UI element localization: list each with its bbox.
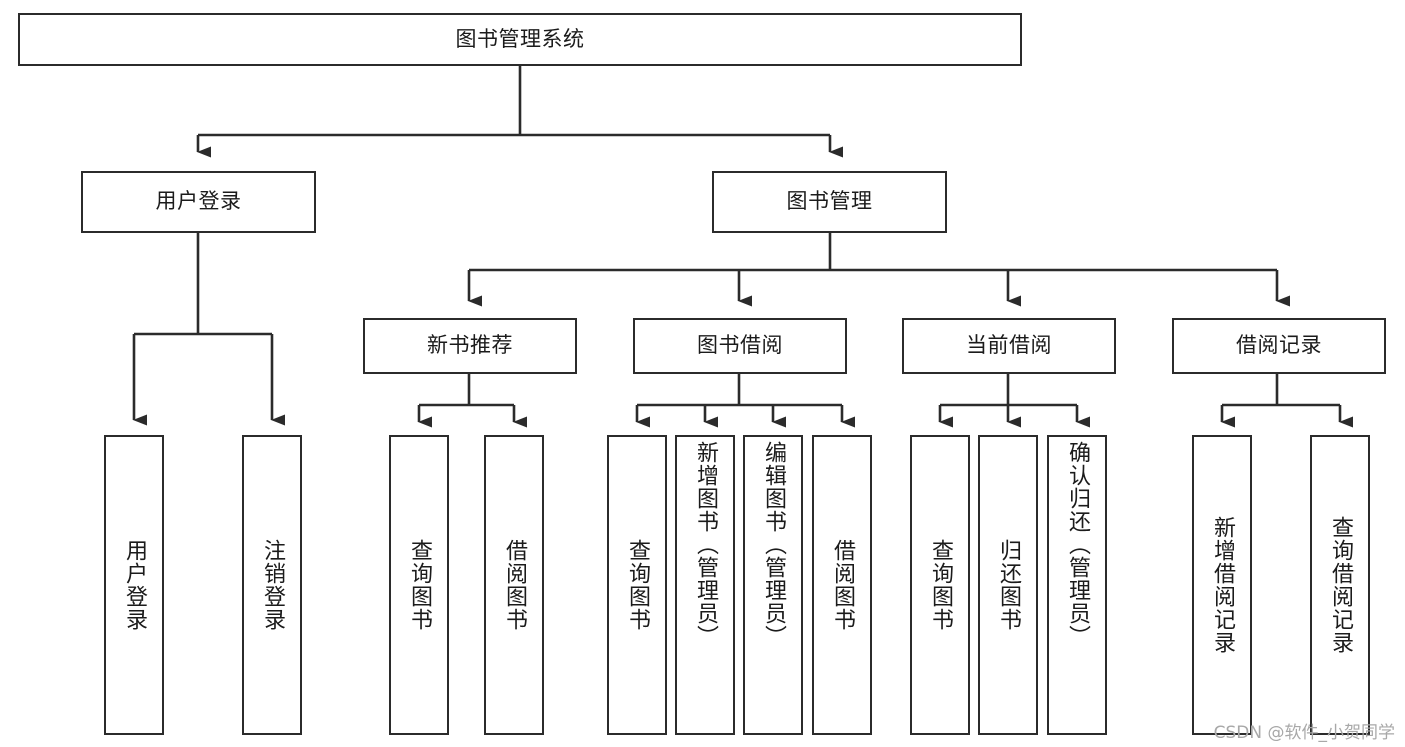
- node-current-borrow[interactable]: 当前借阅: [902, 318, 1116, 374]
- node-label: 借阅记录: [1236, 333, 1322, 358]
- node-label: 查询借阅记录: [1328, 516, 1353, 654]
- node-root-system[interactable]: 图书管理系统: [18, 13, 1022, 66]
- node-label: 新增图书（管理员）: [693, 441, 718, 648]
- node-book-borrow[interactable]: 图书借阅: [633, 318, 847, 374]
- leaf-borrow-book-newbook[interactable]: 借阅图书: [484, 435, 544, 735]
- node-label: 新书推荐: [427, 333, 513, 358]
- node-label: 借阅图书: [830, 539, 855, 631]
- node-label: 查询图书: [928, 539, 953, 631]
- node-borrow-record[interactable]: 借阅记录: [1172, 318, 1386, 374]
- node-label: 用户登录: [122, 539, 147, 631]
- leaf-logout[interactable]: 注销登录: [242, 435, 302, 735]
- leaf-user-login[interactable]: 用户登录: [104, 435, 164, 735]
- leaf-query-book-newbook[interactable]: 查询图书: [389, 435, 449, 735]
- node-user-login[interactable]: 用户登录: [81, 171, 316, 233]
- node-label: 新增借阅记录: [1210, 516, 1235, 654]
- leaf-confirm-return-admin[interactable]: 确认归还（管理员）: [1047, 435, 1107, 735]
- node-label: 图书借阅: [697, 333, 783, 358]
- node-label: 当前借阅: [966, 333, 1052, 358]
- leaf-borrow-book[interactable]: 借阅图书: [812, 435, 872, 735]
- node-label: 查询图书: [407, 539, 432, 631]
- leaf-query-borrow-record[interactable]: 查询借阅记录: [1310, 435, 1370, 735]
- node-label: 借阅图书: [502, 539, 527, 631]
- node-label: 图书管理: [786, 189, 873, 214]
- node-book-management[interactable]: 图书管理: [712, 171, 947, 233]
- watermark-text: CSDN @软件_小贺同学: [1213, 723, 1395, 743]
- node-label: 编辑图书（管理员）: [761, 441, 786, 648]
- leaf-add-book-admin[interactable]: 新增图书（管理员）: [675, 435, 735, 735]
- node-label: 图书管理系统: [455, 26, 585, 51]
- leaf-add-borrow-record[interactable]: 新增借阅记录: [1192, 435, 1252, 735]
- leaf-query-book-borrow[interactable]: 查询图书: [607, 435, 667, 735]
- node-new-book-recommend[interactable]: 新书推荐: [363, 318, 577, 374]
- node-label: 用户登录: [155, 189, 242, 214]
- node-label: 归还图书: [996, 539, 1021, 631]
- node-label: 查询图书: [625, 539, 650, 631]
- leaf-return-book[interactable]: 归还图书: [978, 435, 1038, 735]
- node-label: 确认归还（管理员）: [1065, 441, 1090, 648]
- leaf-edit-book-admin[interactable]: 编辑图书（管理员）: [743, 435, 803, 735]
- node-label: 注销登录: [260, 539, 285, 631]
- leaf-query-book-current[interactable]: 查询图书: [910, 435, 970, 735]
